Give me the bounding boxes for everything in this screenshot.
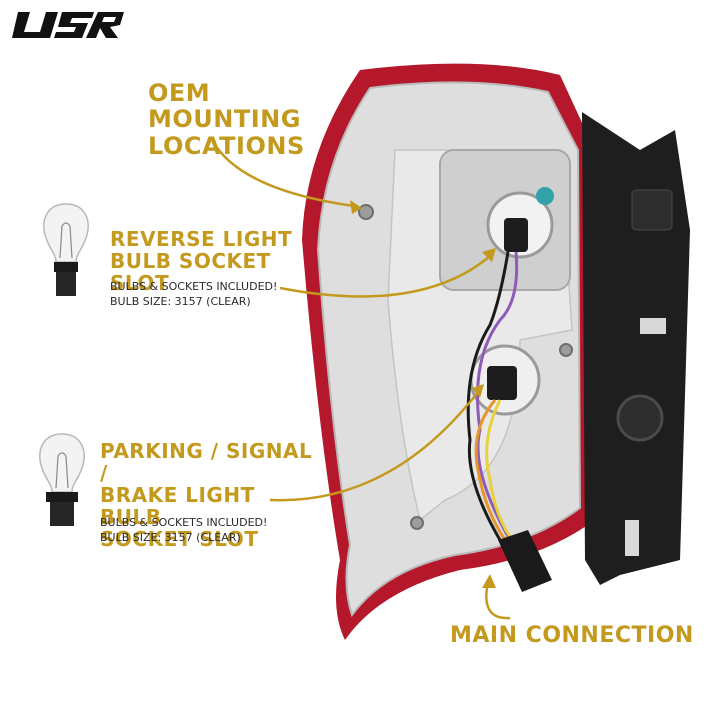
arrowhead-oem [350, 200, 362, 214]
reverse-note-line1: BULBS & SOCKETS INCLUDED! [110, 280, 278, 293]
arrow-oem [210, 139, 355, 208]
reverse-heading-line2: BULB SOCKET SLOT [110, 249, 271, 295]
reverse-socket [504, 218, 528, 252]
bracket-slot-2 [625, 520, 639, 556]
arrow-parking [269, 391, 479, 502]
mount-stud-upper [358, 204, 374, 220]
parking-note: BULBS & SOCKETS INCLUDED! BULB SIZE: 315… [100, 516, 300, 546]
arrowhead-main [482, 574, 496, 588]
parking-note-line2: BULB SIZE: 3157 (CLEAR) [100, 530, 241, 544]
parking-heading-line1: PARKING / SIGNAL / [100, 439, 313, 485]
main-connector [498, 530, 552, 592]
mount-stud-right [559, 343, 573, 357]
bracket-slot [640, 318, 666, 334]
reverse-heading-line1: REVERSE LIGHT [110, 227, 293, 251]
black-mounting-bracket [582, 112, 690, 585]
bracket-socket-lower [616, 394, 664, 442]
parking-heading: PARKING / SIGNAL / BRAKE LIGHT BULB SOCK… [100, 440, 320, 550]
vent-cap [536, 187, 554, 205]
callout-arrows [210, 139, 511, 620]
wire-black [466, 251, 510, 541]
parking-heading-line2: BRAKE LIGHT BULB [100, 483, 255, 529]
wire-orange [474, 399, 507, 541]
wire-purple [476, 251, 519, 541]
arrow-reverse [279, 255, 491, 298]
wire-yellow [485, 399, 514, 541]
oem-mounting-line1: OEM MOUNTING [148, 79, 301, 134]
main-connection-heading: MAIN CONNECTION [450, 623, 694, 648]
parking-note-line1: BULBS & SOCKETS INCLUDED! [100, 516, 268, 529]
arrow-heads [350, 200, 496, 588]
usr-logo [12, 12, 124, 38]
arrowhead-reverse [482, 248, 496, 262]
mount-stud-lower [410, 516, 424, 530]
parking-heading-line3: SOCKET SLOT [100, 527, 259, 551]
reverse-heading: REVERSE LIGHT BULB SOCKET SLOT [110, 228, 310, 294]
oem-mounting-line2: LOCATIONS [148, 131, 305, 160]
reverse-note: BULBS & SOCKETS INCLUDED! BULB SIZE: 315… [110, 280, 310, 310]
parking-socket [487, 366, 517, 400]
bulb-3157-reverse-icon [43, 203, 89, 296]
bulb-3157-parking-icon [39, 433, 85, 526]
usr-logo-mark [12, 12, 124, 38]
bracket-tab-upper [631, 189, 673, 231]
oem-mounting-heading: OEM MOUNTING LOCATIONS [148, 80, 348, 159]
reverse-note-line2: BULB SIZE: 3157 (CLEAR) [110, 294, 251, 308]
arrowhead-parking [472, 384, 484, 398]
